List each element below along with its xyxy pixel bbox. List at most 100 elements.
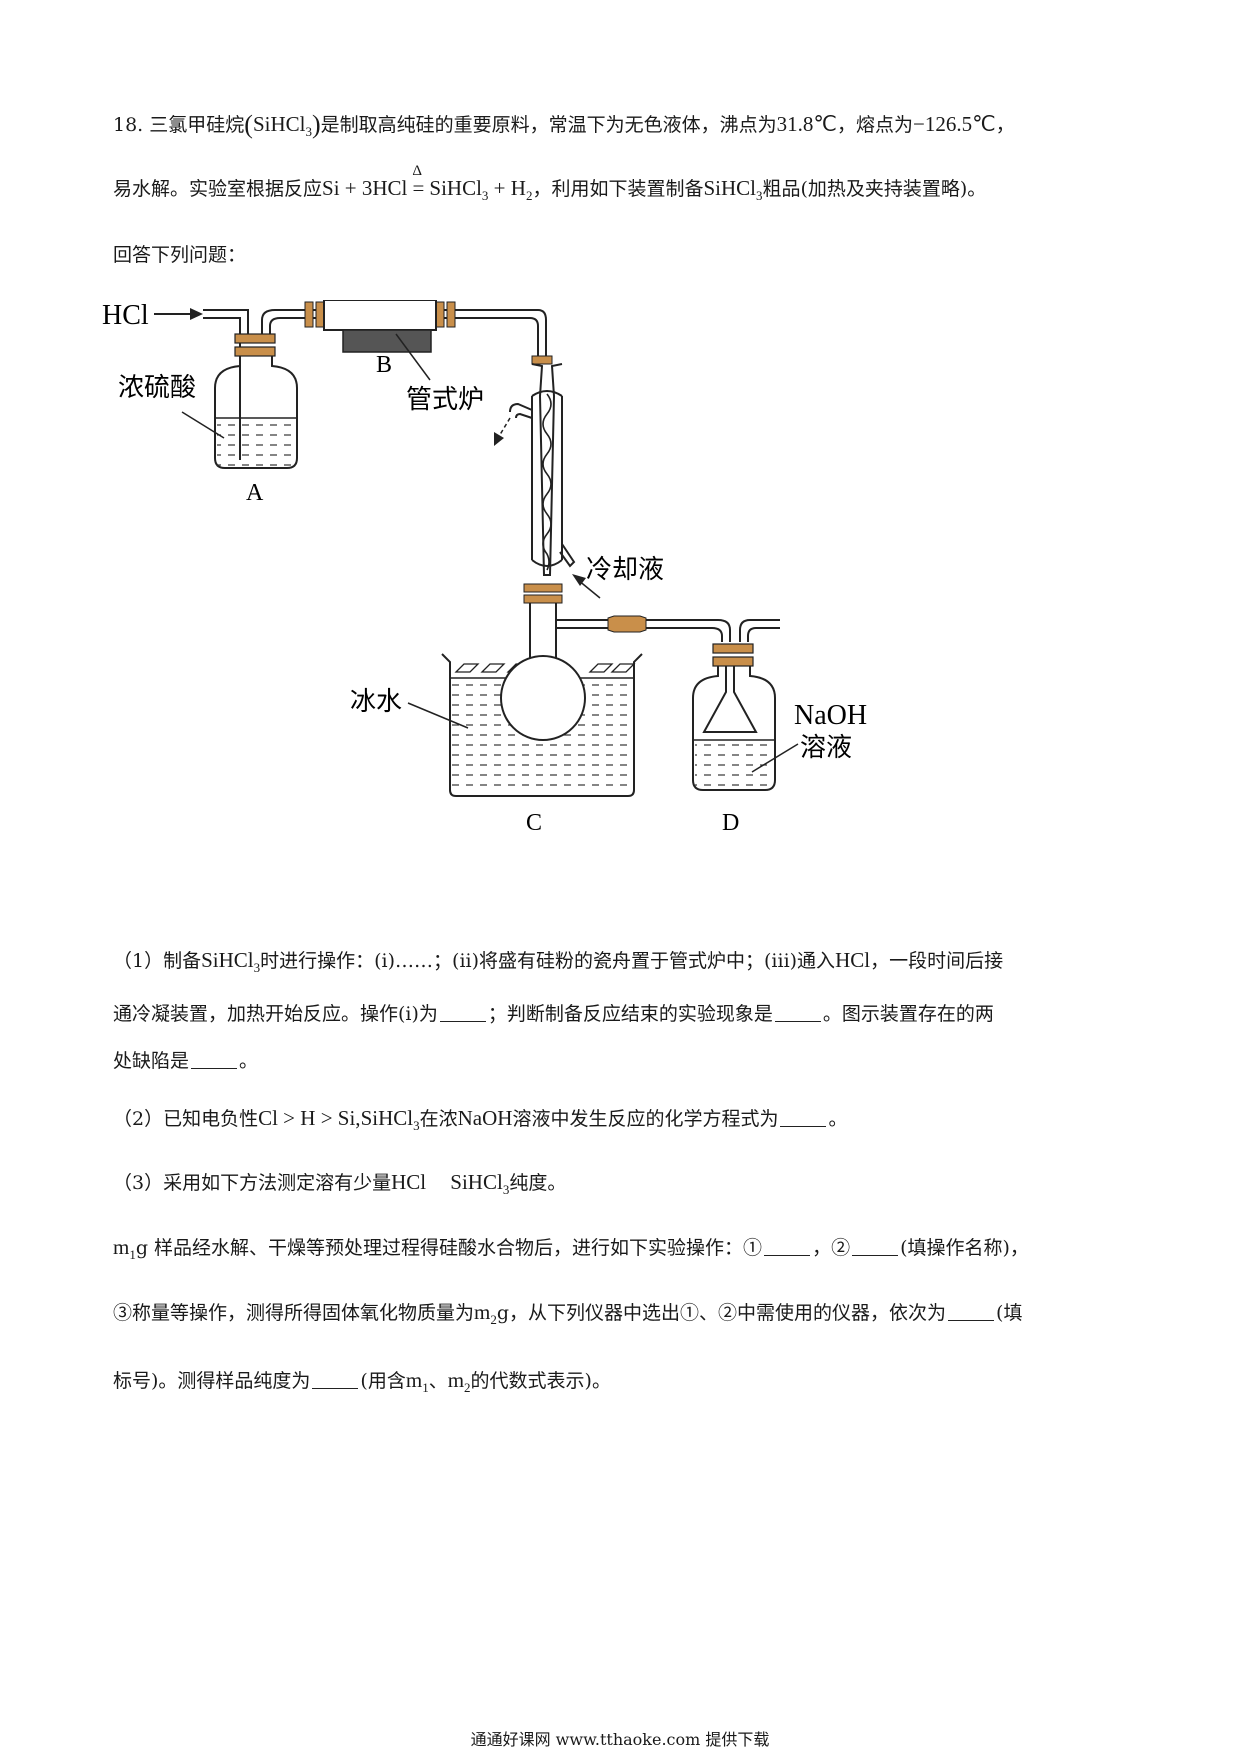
acid-pointer — [181, 411, 225, 439]
subscript: 3 — [413, 1118, 420, 1133]
subscript: 1 — [422, 1380, 429, 1395]
intro-text: 回答下列问题： — [113, 244, 247, 266]
coolant-arrow-head — [572, 574, 586, 586]
subscript: 2 — [464, 1380, 471, 1395]
intro-text: ， — [995, 114, 1015, 136]
intro-text: 易水解。实验室根据反应 — [113, 178, 323, 200]
part-text: 通冷凝装置，加热开始反应。操作(i)为 — [113, 1003, 438, 1025]
part3-line-3: ③称量等操作，测得所得固体氧化物质量为m2g，从下列仪器中选出①、②中需使用的仪… — [113, 1300, 1022, 1327]
part-text: 。 — [239, 1050, 259, 1072]
answer-blank[interactable] — [774, 1005, 821, 1022]
part-text: g，从下列仪器中选出①、②中需使用的仪器，依次为 — [496, 1302, 947, 1324]
answer-blank[interactable] — [780, 1110, 827, 1127]
formula: HCl — [391, 1170, 427, 1194]
condenser — [509, 363, 576, 576]
formula: SiHCl — [703, 176, 756, 200]
part-text: 纯度。 — [509, 1172, 567, 1194]
answer-blank[interactable] — [439, 1005, 486, 1022]
reaction-right-h2: + H — [488, 176, 526, 200]
ice-water-label: 冰水 — [350, 687, 402, 717]
answer-blank[interactable] — [948, 1304, 995, 1321]
formula: NaOH — [457, 1106, 513, 1130]
formula: SiHCl — [201, 948, 254, 972]
ice-water-pointer — [407, 702, 469, 729]
label-c: C — [526, 810, 542, 836]
mass-m1: m — [113, 1235, 130, 1259]
bottle-d — [692, 619, 780, 791]
part-text: 标号)。测得样品纯度为 — [113, 1370, 311, 1392]
paren: ) — [311, 110, 321, 139]
part-text: 溶液中发生反应的化学方程式为 — [512, 1108, 779, 1130]
answer-blank[interactable] — [852, 1239, 899, 1256]
part-text: ，② — [812, 1237, 851, 1259]
part1-line-1: （1）制备SiHCl3时进行操作：(i)……；(ii)将盛有硅粉的瓷舟置于管式炉… — [113, 948, 1004, 975]
part-text: （3）采用如下方法测定溶有少量 — [113, 1172, 392, 1194]
subscript: 3 — [305, 124, 312, 139]
intro-text: 是制取高纯硅的重要原料，常温下为无色液体，沸点为 — [320, 114, 777, 136]
formula: SiHCl — [360, 1106, 414, 1130]
apparatus-diagram: HCl 浓硫酸 A B 管式炉 — [102, 300, 867, 836]
mass-m1: m — [405, 1368, 423, 1392]
part-text: (用含 — [360, 1370, 406, 1392]
intro-text: ，熔点为 — [837, 114, 914, 136]
part1-line-3: 处缺陷是。 — [113, 1052, 258, 1071]
hcl-label: HCl — [102, 300, 149, 331]
equals-sign: = — [412, 176, 425, 200]
furnace-pointer — [395, 333, 431, 381]
outflow-arrow-head — [494, 432, 504, 446]
ice-bath-c — [441, 653, 643, 797]
connecting-tube — [455, 317, 539, 356]
subscript: 3 — [481, 188, 489, 203]
part-text: ，一段时间后接 — [870, 950, 1004, 972]
formula: HCl — [835, 948, 871, 972]
boiling-point: 31.8℃ — [776, 112, 838, 136]
part3-line-2: m1g 样品经水解、干燥等预处理过程得硅酸水合物后，进行如下实验操作：① ，② (填… — [113, 1235, 1029, 1262]
subscript: 3 — [253, 960, 261, 975]
bottle-a — [203, 309, 305, 469]
part-text: 的代数式表示)。 — [470, 1370, 611, 1392]
footer-watermark: 通通好课网 www.tthaoke.com 提供下载 — [470, 1730, 770, 1749]
part3-line-1: （3）采用如下方法测定溶有少量HCl SiHCl3纯度。 — [113, 1170, 567, 1197]
flask-neck — [529, 603, 557, 660]
subscript: 2 — [490, 1312, 497, 1327]
part-text: (填操作名称)， — [900, 1237, 1029, 1259]
mass-m2: m — [474, 1300, 491, 1324]
label-b: B — [376, 352, 392, 378]
flask-stopper — [523, 583, 563, 593]
intro-text: 粗品(加热及夹持装置略)。 — [762, 178, 987, 200]
part-text: 在浓 — [419, 1108, 458, 1130]
reaction-left: Si + 3HCl — [322, 176, 408, 200]
solution-label: 溶液 — [800, 733, 852, 763]
answer-blank[interactable] — [191, 1052, 238, 1069]
coolant-label: 冷却液 — [586, 555, 664, 585]
part3-line-4: 标号)。测得样品纯度为(用含m1、m2的代数式表示)。 — [113, 1368, 611, 1395]
subscript: 1 — [129, 1247, 136, 1262]
part-text: （2）已知电负性 — [113, 1108, 259, 1130]
electronegativity: Cl > H > Si, — [258, 1106, 361, 1130]
melting-point: −126.5℃ — [913, 112, 996, 136]
answer-blank[interactable] — [764, 1239, 811, 1256]
stopper — [531, 355, 553, 365]
reaction-right: SiHCl — [429, 176, 482, 200]
formula: SiHCl — [252, 112, 306, 136]
part1-line-2: 通冷凝装置，加热开始反应。操作(i)为 ；判断制备反应结束的实验现象是 。图示装置存… — [113, 1005, 994, 1024]
intro-text: ，利用如下装置制备 — [532, 178, 704, 200]
delta-symbol: Δ — [412, 163, 423, 179]
naoh-pointer — [751, 743, 799, 773]
rubber-connector — [607, 615, 647, 633]
part-text: 、 — [428, 1370, 448, 1392]
part-text: 。 — [828, 1108, 848, 1130]
mass-m2: m — [447, 1368, 465, 1392]
part-text: 。图示装置存在的两 — [822, 1003, 994, 1025]
question-number: 18. — [113, 114, 144, 136]
part-text: ；判断制备反应结束的实验现象是 — [487, 1003, 773, 1025]
subscript: 3 — [755, 188, 763, 203]
paren: ( — [244, 110, 253, 139]
answer-blank[interactable] — [312, 1372, 359, 1389]
heat-equals-sign: Δ= — [407, 164, 429, 200]
intro-line-1: 18. 三氯甲硅烷(SiHCl3)是制取高纯硅的重要原料，常温下为无色液体，沸点… — [113, 110, 1015, 139]
naoh-label: NaOH — [794, 700, 867, 731]
part-text: g 样品经水解、干燥等预处理过程得硅酸水合物后，进行如下实验操作：① — [135, 1237, 763, 1259]
label-d: D — [722, 810, 739, 836]
furnace-label: 管式炉 — [406, 385, 484, 415]
